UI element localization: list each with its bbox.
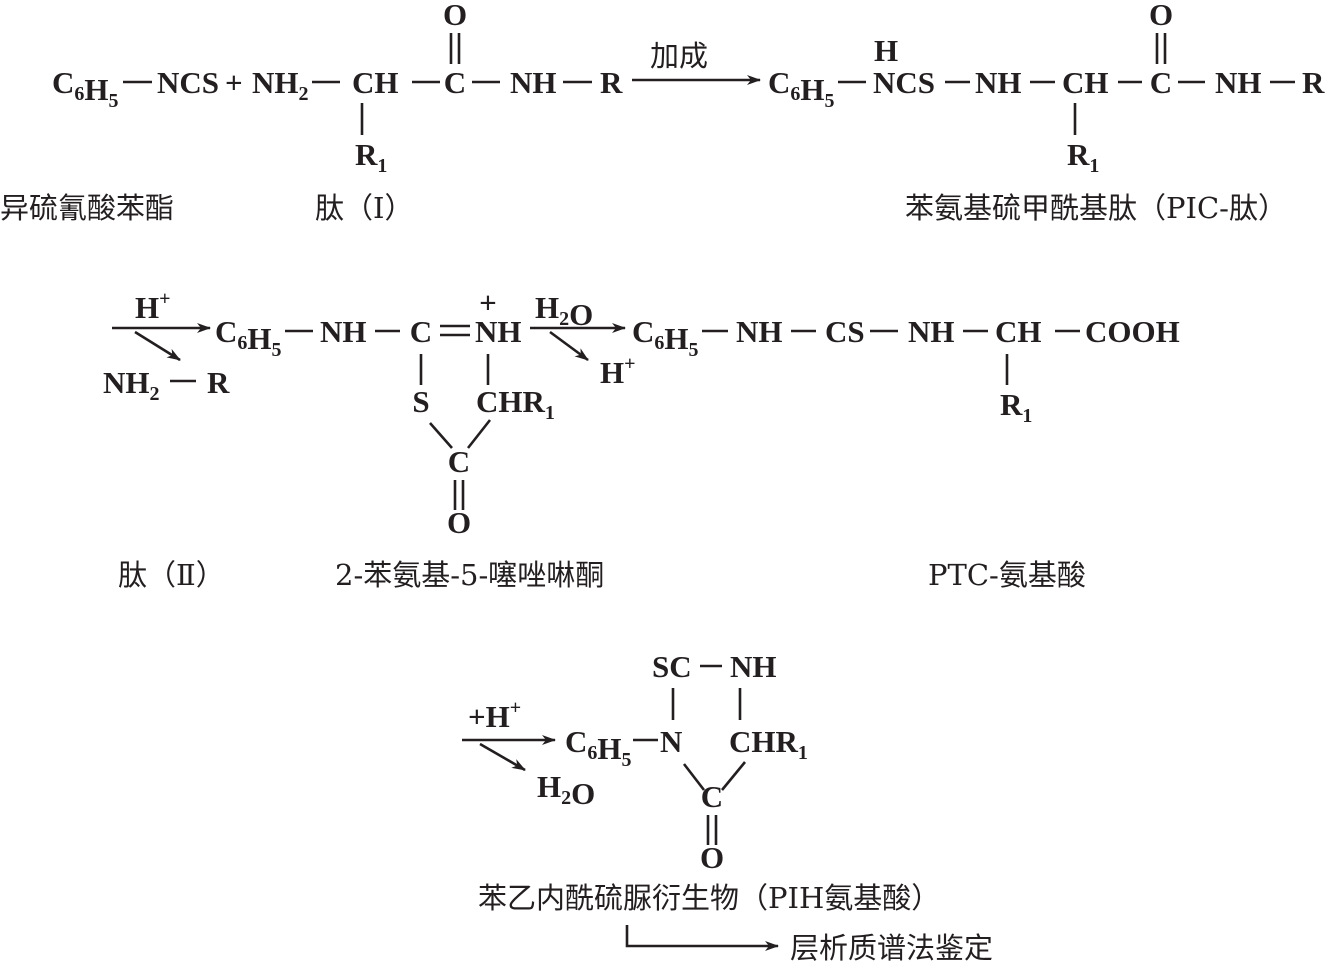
ring-carbonyl-carbon: C (701, 779, 723, 814)
positive-charge: + (479, 285, 497, 320)
reaction-2: H+ NH2 R C6H5 NH C NH + S CHR1 C O H2O H… (103, 285, 1180, 592)
ring-sulfur: S (412, 384, 429, 419)
ring-carbon: C (410, 314, 432, 349)
ring-chr1: CHR1 (729, 724, 808, 764)
side-chain-r1: R1 (1000, 387, 1032, 427)
ring-carbonyl-carbon: C (448, 444, 470, 479)
phenyl-group: C6H5 (768, 65, 835, 112)
released-h-plus: H+ (600, 353, 636, 390)
carbonyl-oxygen: O (1149, 0, 1173, 32)
identification-arrow (625, 925, 779, 951)
ncs-group: NCS (157, 65, 219, 100)
released-r-group: R (207, 365, 230, 400)
r-group: R (1302, 65, 1325, 100)
carbonyl-carbon: C (444, 65, 466, 100)
phenyl-group: C6H5 (215, 314, 282, 361)
phenyl-group: C6H5 (565, 724, 632, 771)
label-phenyl-isothiocyanate: 异硫氰酸苯酯 (0, 191, 174, 225)
phenyl-group: C6H5 (52, 65, 119, 112)
ring-nh: NH (475, 314, 522, 349)
arrow-label-h-plus: +H+ (468, 697, 521, 734)
nh-group: NH (975, 65, 1022, 100)
cs-group: CS (825, 314, 865, 349)
reaction-1: C6H5 NCS + NH2 CH C NH R O R1 加成 C6H5 NC… (0, 0, 1325, 225)
label-identification-method: 层析质谱法鉴定 (790, 931, 993, 962)
alpha-carbon: CH (1062, 65, 1109, 100)
amide-nh: NH (510, 65, 557, 100)
ncs-group: NCS (873, 65, 935, 100)
label-thiazolinone: 2-苯氨基-5-噻唑啉酮 (335, 558, 604, 592)
ring-carbonyl-oxygen: O (447, 505, 471, 540)
nh-group: NH (320, 314, 367, 349)
carbonyl-carbon: C (1150, 65, 1172, 100)
arrow-label: 加成 (650, 39, 708, 73)
label-peptide-1: 肽（Ⅰ） (315, 191, 413, 225)
branch-arrow (134, 330, 181, 362)
label-pth-amino-acid: 苯乙内酰硫脲衍生物（PIH氨基酸） (478, 881, 940, 915)
ring-sc: SC (652, 649, 692, 684)
side-chain-r1: R1 (1067, 137, 1099, 177)
branch-arrow (479, 742, 526, 772)
side-chain-r1: R1 (355, 137, 387, 177)
label-pic-peptide: 苯氨基硫甲酰基肽（PIC-肽） (905, 191, 1287, 225)
amide-nh: NH (1215, 65, 1262, 100)
nh-group: NH (908, 314, 955, 349)
ring-nh: NH (730, 649, 777, 684)
arrow-label-h-plus: H+ (135, 288, 171, 325)
carbonyl-oxygen: O (443, 0, 467, 32)
ring-carbonyl-oxygen: O (700, 840, 724, 875)
ring-chr1: CHR1 (476, 384, 555, 424)
carboxyl-group: COOH (1085, 314, 1180, 349)
released-water: H2O (537, 769, 595, 811)
phenyl-group: C6H5 (632, 314, 699, 361)
branch-arrow (549, 330, 589, 362)
alpha-carbon: CH (995, 314, 1042, 349)
arrow-label-water: H2O (535, 290, 593, 332)
label-peptide-2: 肽（Ⅱ） (118, 558, 225, 592)
released-amine: NH2 (103, 365, 160, 405)
amine-group: NH2 (252, 65, 309, 105)
ring-nitrogen: N (660, 724, 682, 759)
nh-group: NH (736, 314, 783, 349)
reaction-3: SC NH +H+ H2O C6H5 N CHR1 C O 苯乙内酰硫脲衍生物（… (462, 649, 993, 962)
plus-sign: + (225, 65, 243, 100)
alpha-carbon: CH (352, 65, 399, 100)
hydrogen-atom: H (874, 33, 898, 68)
label-ptc-amino-acid: PTC-氨基酸 (928, 558, 1086, 592)
r-group: R (600, 65, 623, 100)
